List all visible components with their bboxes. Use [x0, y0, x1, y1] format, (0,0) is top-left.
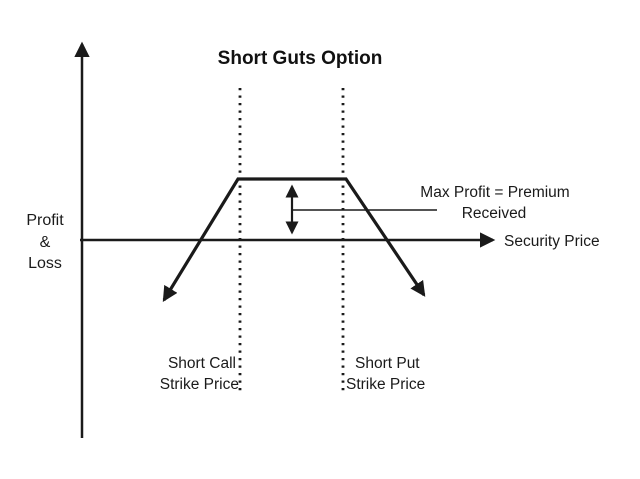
short-call-strike-label-line1: Short Call — [168, 355, 236, 372]
max-profit-annotation-line1: Max Profit = Premium — [420, 184, 569, 201]
y-axis-label-line3: Loss — [28, 255, 62, 272]
chart-title: Short Guts Option — [218, 48, 383, 69]
payoff-curve-with-arrow-icons — [162, 177, 426, 302]
y-axis-label-line2: & — [40, 234, 51, 251]
x-axis-label: Security Price — [504, 233, 600, 250]
short-call-strike-label-line2: Strike Price — [160, 376, 239, 393]
short-put-strike-label-line1: Short Put — [355, 355, 420, 372]
max-profit-annotation-line2: Received — [462, 205, 527, 222]
y-axis-label-line1: Profit — [26, 212, 64, 229]
short-put-strike-label-line2: Strike Price — [346, 376, 425, 393]
